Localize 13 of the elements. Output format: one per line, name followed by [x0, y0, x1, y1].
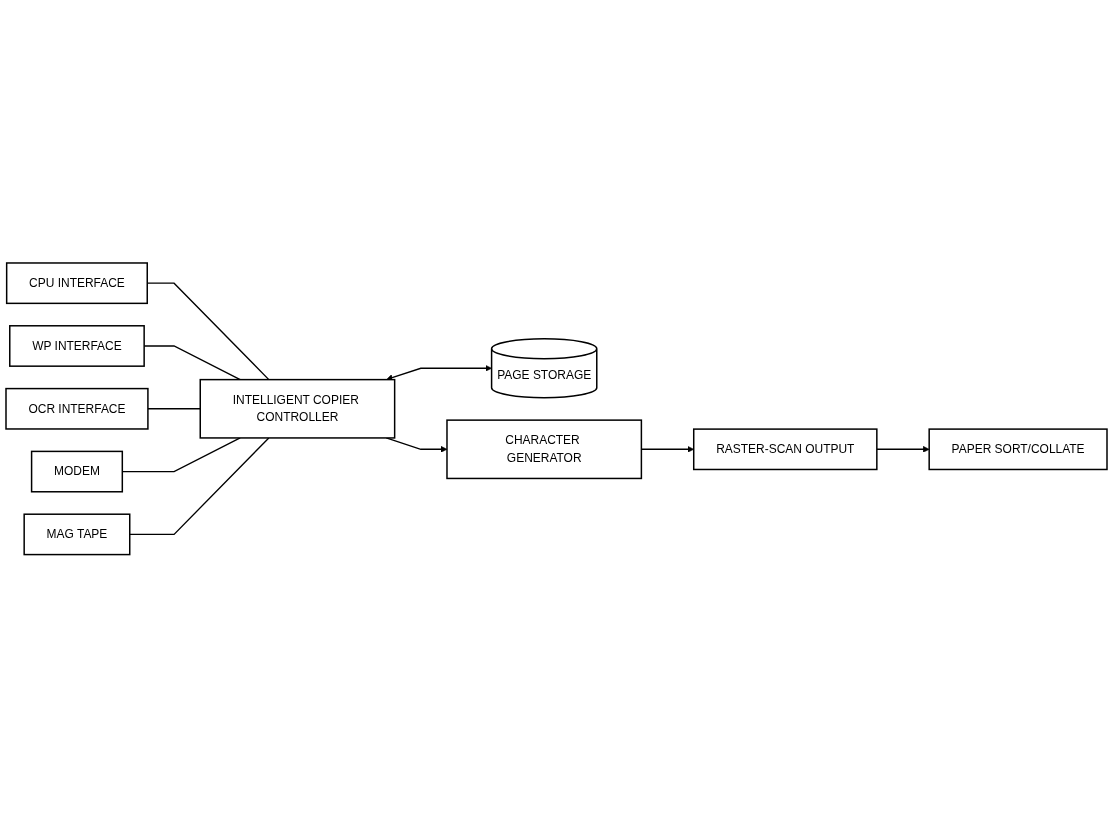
node-box: RASTER-SCAN OUTPUT — [692, 428, 878, 470]
node-box: MODEM — [30, 450, 124, 493]
node-box: OCR INTERFACE — [5, 387, 149, 430]
node-box: WP INTERFACE — [9, 324, 145, 367]
arrow — [386, 364, 492, 381]
arrow — [876, 445, 930, 453]
node-box: CHARACTER GENERATOR — [446, 419, 643, 479]
node-box: INTELLIGENT COPIER CONTROLLER — [199, 378, 396, 439]
connector — [129, 437, 270, 535]
connector — [147, 407, 201, 410]
node-box: PAPER SORT/COLLATE — [928, 428, 1108, 470]
node-box: CPU INTERFACE — [5, 261, 148, 304]
node-box: MAG TAPE — [23, 513, 131, 556]
